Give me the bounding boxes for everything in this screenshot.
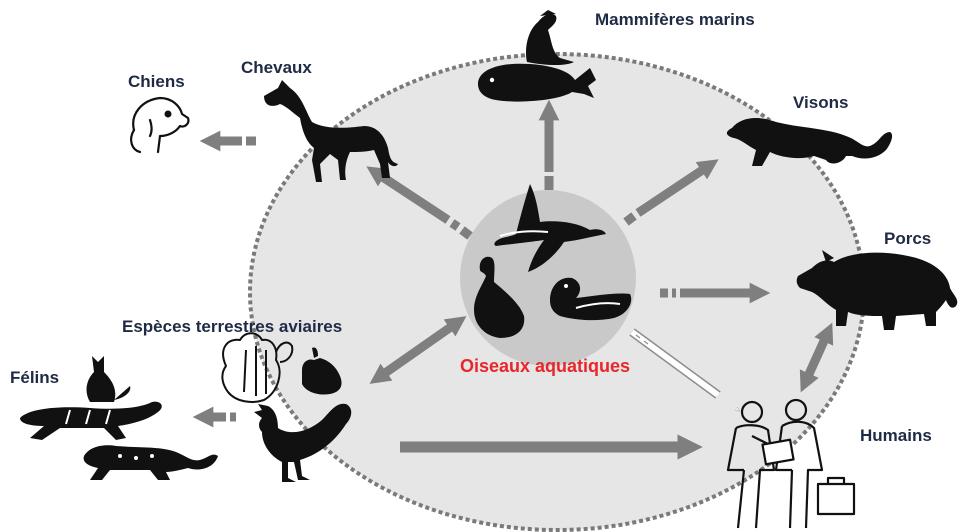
label-oiseaux-aquatiques: Oiseaux aquatiques bbox=[460, 357, 630, 375]
label-chevaux: Chevaux bbox=[241, 59, 312, 76]
label-mammiferes-marins: Mammifères marins bbox=[595, 11, 755, 28]
label-porcs: Porcs bbox=[884, 230, 931, 247]
dog-icon bbox=[131, 98, 188, 152]
label-visons: Visons bbox=[793, 94, 848, 111]
label-felins: Félins bbox=[10, 369, 59, 386]
label-humains: Humains bbox=[860, 427, 932, 444]
label-especes-terrestres-aviaires: Espèces terrestres aviaires bbox=[122, 318, 342, 335]
label-chiens: Chiens bbox=[128, 73, 185, 90]
